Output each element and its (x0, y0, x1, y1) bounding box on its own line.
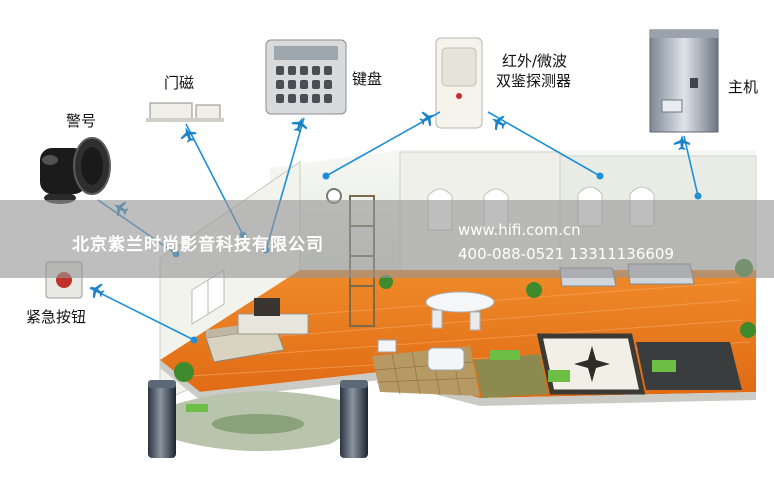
tile-area (474, 354, 548, 398)
siren-label: 警号 (66, 112, 97, 130)
plant (740, 322, 756, 338)
keypad-key (324, 80, 332, 89)
sink (377, 339, 397, 353)
wireless-plane-icon (417, 107, 439, 129)
company-name: 北京紫兰时尚影音科技有限公司 (72, 235, 324, 255)
beam-detector-right (340, 380, 368, 458)
keypad-key (312, 66, 320, 75)
tv (254, 298, 280, 316)
link-host (683, 135, 699, 197)
wireless-plane-icon (289, 114, 310, 135)
door-magnet-device (146, 102, 224, 122)
floor-edge (160, 360, 756, 406)
keypad-key (288, 66, 296, 75)
phone-numbers: 400-088-0521 13311136609 (458, 245, 675, 263)
keypad-key (300, 94, 308, 103)
door-magnet-label: 门磁 (164, 74, 195, 92)
keypad-key (276, 66, 284, 75)
floor-mat (636, 342, 742, 390)
plant (174, 362, 194, 382)
tv-cabinet (237, 313, 309, 335)
keypad-key (300, 66, 308, 75)
siren-device (40, 137, 111, 204)
website-text: www.hifi.com.cn (458, 221, 581, 239)
house-cutaway (159, 150, 757, 452)
plant (379, 275, 393, 289)
bathtub (427, 347, 465, 371)
keypad-key (312, 94, 320, 103)
pir-detector-device (435, 37, 483, 129)
keypad-key (276, 94, 284, 103)
link-pir-right (487, 111, 601, 177)
link-panic-button (89, 287, 195, 341)
beam-detector-left (148, 380, 176, 458)
keypad-key (276, 80, 284, 89)
keypad-key (288, 80, 296, 89)
wireless-plane-icon (674, 135, 690, 150)
keypad-key (288, 94, 296, 103)
compass-star (574, 346, 610, 382)
pir-label-line2: 双鉴探测器 (496, 72, 572, 90)
panic-button-label: 紧急按钮 (26, 308, 87, 326)
wireless-plane-icon (85, 279, 107, 301)
keypad-key (324, 66, 332, 75)
keypad-device (265, 39, 347, 115)
keypad-key (324, 94, 332, 103)
keypad-label: 键盘 (352, 70, 383, 88)
link-pir-left (325, 111, 441, 177)
host-label: 主机 (728, 78, 759, 96)
host-panel-device (649, 29, 719, 133)
keypad-key (300, 80, 308, 89)
keypad-key (312, 80, 320, 89)
watermark-banner (0, 200, 774, 278)
plant (526, 282, 542, 298)
dining-table (425, 291, 495, 313)
pir-label-line1: 红外/微波 (502, 52, 568, 70)
